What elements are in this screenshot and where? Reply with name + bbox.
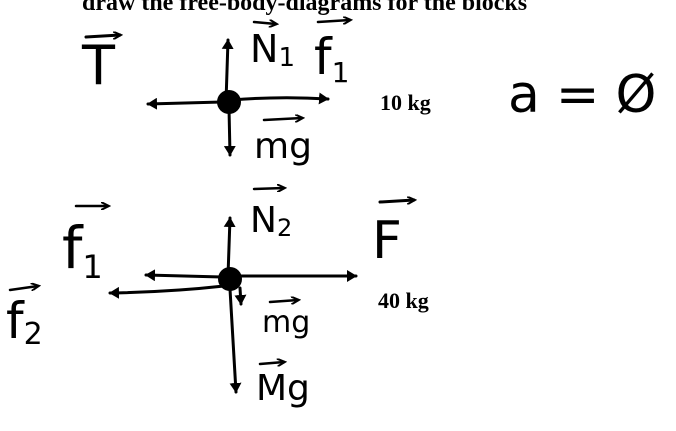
friction1-label: f1 <box>62 214 103 286</box>
small-weight-vector-mark <box>268 300 298 302</box>
bottom-block-dot <box>218 267 242 291</box>
friction2-force-arrow <box>108 284 226 299</box>
weight-label: mg <box>254 126 312 167</box>
acceleration-note: a=Ø <box>508 65 656 125</box>
tension-label: T <box>81 34 116 97</box>
top-block-dot <box>217 90 241 114</box>
bottom-block-diagram: N2 F f1 f2 mg Mg 40 kg <box>6 188 429 409</box>
normal-vector-mark <box>252 22 276 24</box>
top-mass-label: 10 kg <box>380 90 431 115</box>
normal2-force-arrow <box>223 216 236 278</box>
applied-vector-mark <box>378 200 414 202</box>
friction-force-arrow <box>230 92 330 105</box>
friction-vector-mark <box>316 20 350 22</box>
tension-force-arrow <box>146 97 224 110</box>
friction1-force-arrow <box>144 269 224 282</box>
large-weight-force-arrow <box>228 287 242 394</box>
applied-label: F <box>372 211 402 271</box>
normal2-vector-mark <box>252 188 284 189</box>
large-weight-label: Mg <box>256 368 310 409</box>
friction-label: f1 <box>314 28 349 89</box>
weight-force-arrow <box>223 106 236 157</box>
normal-label: N1 <box>250 27 295 73</box>
friction2-vector-mark <box>8 286 38 292</box>
tension-vector-mark <box>84 35 120 37</box>
bottom-mass-label: 40 kg <box>378 288 429 313</box>
small-weight-label: mg <box>262 305 310 340</box>
instruction-text: draw the free-body-diagrams for the bloc… <box>82 0 527 16</box>
large-weight-vector-mark <box>258 362 284 364</box>
friction2-label: f2 <box>6 292 43 352</box>
small-weight-force-arrow <box>234 286 247 306</box>
weight-vector-mark <box>262 118 302 120</box>
top-block-diagram: T N1 f1 mg 10 kg <box>81 20 431 167</box>
normal2-label: N2 <box>250 200 292 242</box>
